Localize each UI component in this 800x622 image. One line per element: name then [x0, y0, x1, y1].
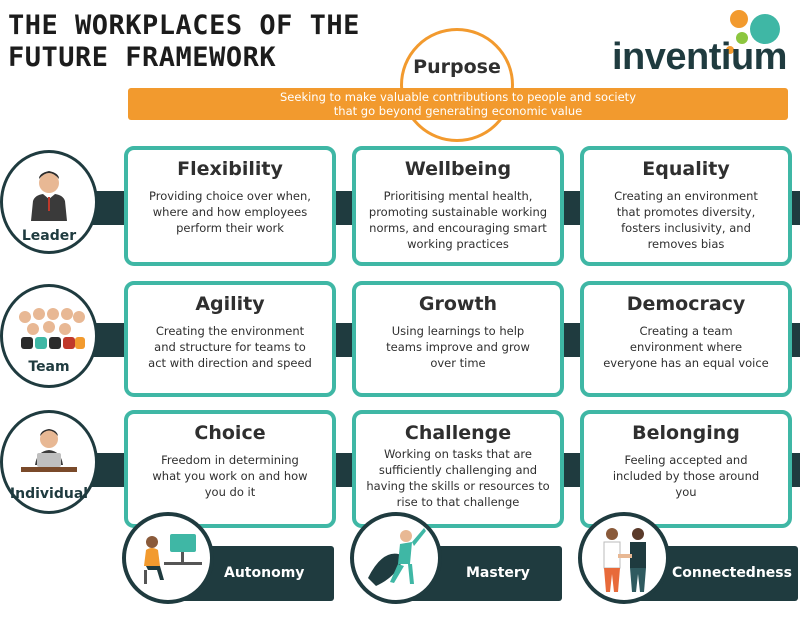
card-line: you — [675, 485, 697, 499]
purpose-label: Purpose — [413, 56, 501, 78]
desk-worker-icon — [144, 534, 202, 584]
card-description: Providing choice over when, where and ho… — [138, 188, 322, 236]
card-line: removes bias — [647, 237, 725, 251]
card-line: Using learnings to help — [391, 324, 525, 338]
card-wellbeing: Wellbeing Prioritising mental health, pr… — [352, 146, 564, 266]
card-democracy: Democracy Creating a team environment wh… — [580, 281, 792, 397]
title-line-1: THE WORKPLACES OF THE — [8, 10, 360, 41]
card-line: everyone has an equal voice — [603, 356, 769, 370]
card-line: included by those around — [612, 469, 760, 483]
card-title: Wellbeing — [404, 158, 512, 180]
card-belonging: Belonging Feeling accepted and included … — [580, 410, 792, 528]
card-flexibility: Flexibility Providing choice over when, … — [124, 146, 336, 266]
card-line: perform their work — [176, 221, 284, 235]
team-icon — [19, 308, 85, 349]
purpose-line-2: that go beyond generating economic value — [333, 104, 583, 118]
card-line: norms, and encouraging smart — [369, 221, 547, 235]
role-circle-leader — [0, 150, 98, 254]
leader-icon — [31, 171, 67, 221]
motivator-circle-connectedness — [578, 512, 670, 604]
role-circle-team — [0, 284, 98, 388]
card-line: Working on tasks that are — [383, 447, 532, 461]
card-description: Prioritising mental health, promoting su… — [366, 188, 550, 252]
individual-icon — [21, 429, 77, 472]
logo-dot-small-orange — [726, 46, 734, 54]
card-line: where and how employees — [152, 205, 308, 219]
superhero-icon — [368, 528, 426, 586]
card-description: Using learnings to help teams improve an… — [366, 323, 550, 371]
card-description: Feeling accepted and included by those a… — [594, 452, 778, 500]
card-title: Democracy — [626, 293, 746, 315]
card-choice: Choice Freedom in determining what you w… — [124, 410, 336, 528]
logo-dot-orange — [730, 10, 748, 28]
card-title: Belonging — [632, 422, 740, 444]
card-challenge: Challenge Working on tasks that are suff… — [352, 410, 564, 528]
role-circle-individual — [0, 410, 98, 514]
card-line: that promotes diversity, — [616, 205, 756, 219]
card-line: environment where — [629, 340, 743, 354]
role-label-leader: Leader — [21, 228, 77, 244]
card-description: Creating the environment and structure f… — [138, 323, 322, 371]
motivator-circle-autonomy — [122, 512, 214, 604]
card-line: act with direction and speed — [148, 356, 312, 370]
card-description: Creating a team environment where everyo… — [594, 323, 778, 371]
role-label-individual: Individual — [9, 486, 89, 502]
card-title: Choice — [194, 422, 266, 444]
motivator-label: Connectedness — [672, 565, 792, 581]
inventium-logo: inventium — [612, 8, 797, 78]
card-line: Creating an environment — [614, 189, 758, 203]
purpose-ring — [400, 28, 514, 142]
card-line: what you work on and how — [152, 469, 308, 483]
card-line: teams improve and grow — [386, 340, 530, 354]
card-description: Freedom in determining what you work on … — [138, 452, 322, 500]
purpose-line-1: Seeking to make valuable contributions t… — [280, 90, 636, 104]
card-line: promoting sustainable working — [368, 205, 548, 219]
role-label-team: Team — [28, 359, 70, 375]
page-title: THE WORKPLACES OF THE FUTURE FRAMEWORK — [8, 10, 368, 74]
card-growth: Growth Using learnings to help teams imp… — [352, 281, 564, 397]
logo-dot-green — [736, 32, 748, 44]
card-title: Growth — [418, 293, 498, 315]
card-line: and structure for teams to — [154, 340, 306, 354]
card-line: Creating the environment — [155, 324, 305, 338]
card-title: Flexibility — [177, 158, 283, 180]
card-line: Feeling accepted and — [624, 453, 748, 467]
card-line: fosters inclusivity, and — [621, 221, 751, 235]
card-description: Creating an environment that promotes di… — [594, 188, 778, 252]
card-line: you do it — [204, 485, 256, 499]
card-line: Providing choice over when, — [149, 189, 311, 203]
purpose-banner: Seeking to make valuable contributions t… — [128, 88, 788, 120]
card-line: Freedom in determining — [161, 453, 299, 467]
card-line: working practices — [407, 237, 509, 251]
card-line: rise to that challenge — [396, 495, 520, 509]
card-agility: Agility Creating the environment and str… — [124, 281, 336, 397]
card-title: Challenge — [404, 422, 512, 444]
card-line: over time — [430, 356, 486, 370]
card-line: Prioritising mental health, — [383, 189, 533, 203]
logo-text: inventium — [612, 36, 787, 78]
card-title: Agility — [195, 293, 265, 315]
card-line: sufficiently challenging and — [378, 463, 538, 477]
handshake-icon — [603, 528, 646, 592]
card-line: having the skills or resources to — [366, 479, 550, 493]
title-line-2: FUTURE FRAMEWORK — [8, 42, 277, 73]
card-description: Working on tasks that are sufficiently c… — [366, 446, 550, 510]
motivator-circle-mastery — [350, 512, 442, 604]
card-line: Creating a team — [639, 324, 733, 338]
card-title: Equality — [642, 158, 730, 180]
logo-dot-teal — [750, 14, 780, 44]
card-equality: Equality Creating an environment that pr… — [580, 146, 792, 266]
motivator-label: Mastery — [466, 565, 530, 581]
motivator-label: Autonomy — [224, 565, 305, 581]
